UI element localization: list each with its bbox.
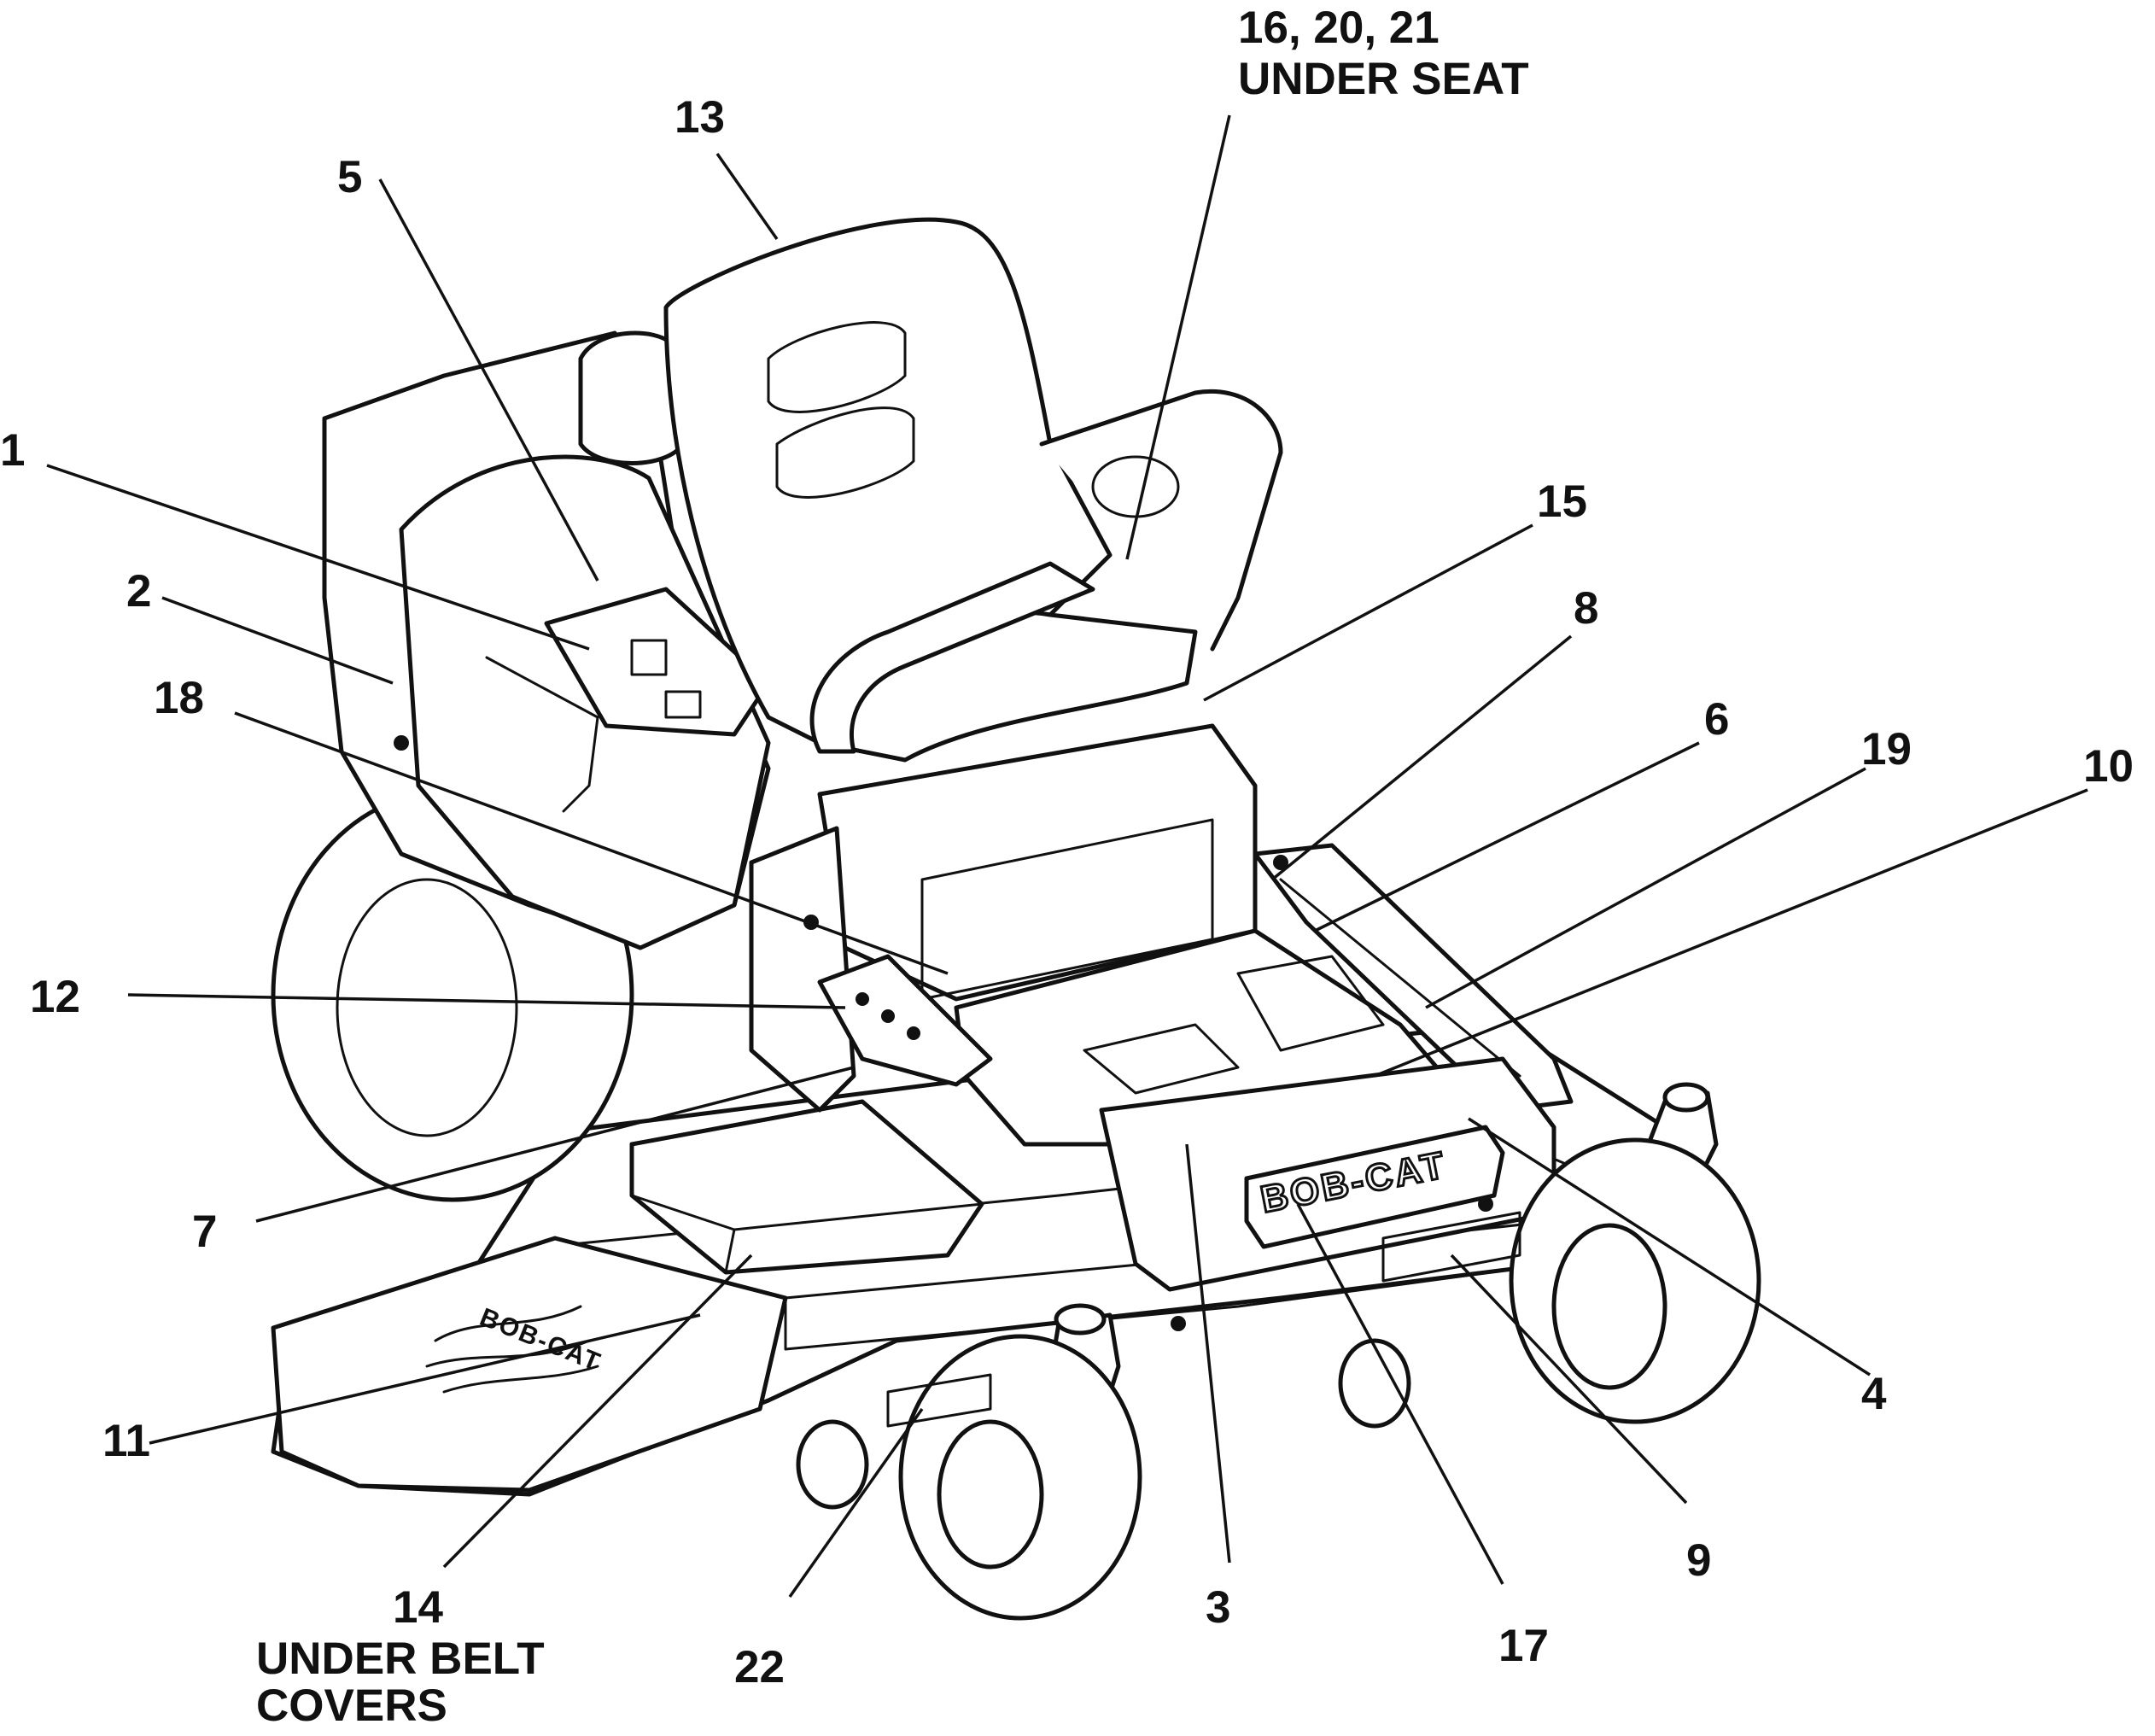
leader-12 — [127, 993, 846, 1009]
callout-11: 11 — [102, 1416, 150, 1466]
leader-17 — [1296, 1203, 1504, 1585]
callout-2: 2 — [126, 566, 151, 617]
callout-1: 1 — [0, 425, 25, 476]
callout-labels: 1 2 3 4 5 6 7 8 9 10 11 12 13 14 UNDER B… — [0, 3, 2134, 1731]
foot-plate-decal — [1083, 1023, 1240, 1095]
callout-13: 13 — [675, 92, 725, 143]
leader-15 — [1203, 523, 1533, 702]
callout-22: 22 — [734, 1642, 785, 1692]
bolt — [1273, 855, 1288, 870]
callout-10: 10 — [2083, 741, 2134, 792]
leader-8 — [1270, 634, 1573, 881]
callout-3: 3 — [1206, 1582, 1230, 1633]
seat-lower-slot — [775, 406, 915, 499]
right-front-hub — [1551, 1223, 1667, 1390]
chute-logo-swoosh — [425, 1305, 599, 1394]
left-front-hub — [937, 1419, 1044, 1569]
right-rail-inner — [1279, 878, 1521, 1078]
discharge-chute — [271, 1236, 788, 1493]
left-rear-rim — [336, 878, 518, 1137]
callout-14-note-line-2: COVERS — [256, 1680, 447, 1731]
leader-6 — [1314, 741, 1700, 932]
lap-bar — [809, 561, 1095, 754]
lever-knob-3 — [907, 1026, 920, 1040]
leader-10 — [1374, 788, 2088, 1078]
callout-15: 15 — [1537, 476, 1587, 527]
leader-4 — [1468, 1117, 1871, 1377]
right-frame-rail — [1253, 843, 1574, 1113]
callout-19: 19 — [1861, 724, 1912, 774]
lever-panel — [817, 954, 993, 1087]
leader-3 — [1185, 1143, 1231, 1564]
foot-plate-decal-2 — [1236, 955, 1385, 1052]
bolt — [1478, 1196, 1493, 1212]
callout-8: 8 — [1574, 583, 1598, 634]
deck-front-label — [886, 1373, 992, 1428]
seat-upper-slot — [767, 321, 907, 413]
bolt — [1171, 1316, 1186, 1331]
ignition-switch — [630, 639, 668, 676]
leader-5 — [378, 178, 599, 582]
lever-knob-1 — [856, 992, 869, 1006]
leader-22 — [788, 1407, 924, 1599]
callout-12: 12 — [30, 972, 80, 1022]
leader-9 — [1450, 1254, 1688, 1505]
left-control-panel — [544, 587, 771, 737]
lever-knob-2 — [881, 1009, 895, 1023]
leader-2 — [161, 596, 394, 685]
callout-16-note: UNDER SEAT — [1238, 54, 1529, 104]
brand-plate — [1244, 1125, 1505, 1249]
leader-13 — [715, 152, 779, 241]
leader-18 — [234, 711, 949, 975]
leader-1 — [46, 464, 590, 651]
callout-6: 6 — [1704, 694, 1729, 745]
hood-stripe — [485, 656, 599, 813]
engine-hood — [399, 454, 771, 950]
seat-base-front — [920, 818, 1214, 1001]
left-frame — [749, 826, 856, 1113]
belt-cover-top — [630, 1194, 984, 1274]
callout-7: 7 — [192, 1207, 217, 1257]
callout-4: 4 — [1861, 1369, 1887, 1419]
callout-17: 17 — [1498, 1621, 1549, 1671]
mower-illustration: BOB-CAT — [271, 217, 1761, 1621]
leader-7 — [255, 1066, 855, 1223]
leader-14 — [442, 1254, 753, 1569]
callout-9: 9 — [1686, 1535, 1711, 1586]
deck-side-label — [1381, 1211, 1521, 1283]
callout-5: 5 — [337, 152, 362, 202]
left-caster-cap — [1054, 1303, 1107, 1336]
leader-11 — [149, 1313, 701, 1445]
callout-18: 18 — [154, 673, 204, 723]
callout-16-20-21: 16, 20, 21 — [1238, 3, 1440, 53]
right-control-handle — [1039, 389, 1283, 652]
left-anti-scalp-roller — [796, 1419, 869, 1510]
center-anti-scalp-roller — [1338, 1338, 1411, 1429]
leader-lines — [46, 114, 2088, 1599]
bolt — [394, 735, 409, 751]
leader-16 — [1125, 114, 1231, 560]
choke-control — [664, 690, 702, 719]
callout-14-note-line-1: UNDER BELT — [256, 1634, 545, 1684]
callout-14: 14 — [393, 1582, 443, 1633]
leader-19 — [1425, 767, 1866, 1009]
right-caster-cap — [1662, 1082, 1710, 1113]
